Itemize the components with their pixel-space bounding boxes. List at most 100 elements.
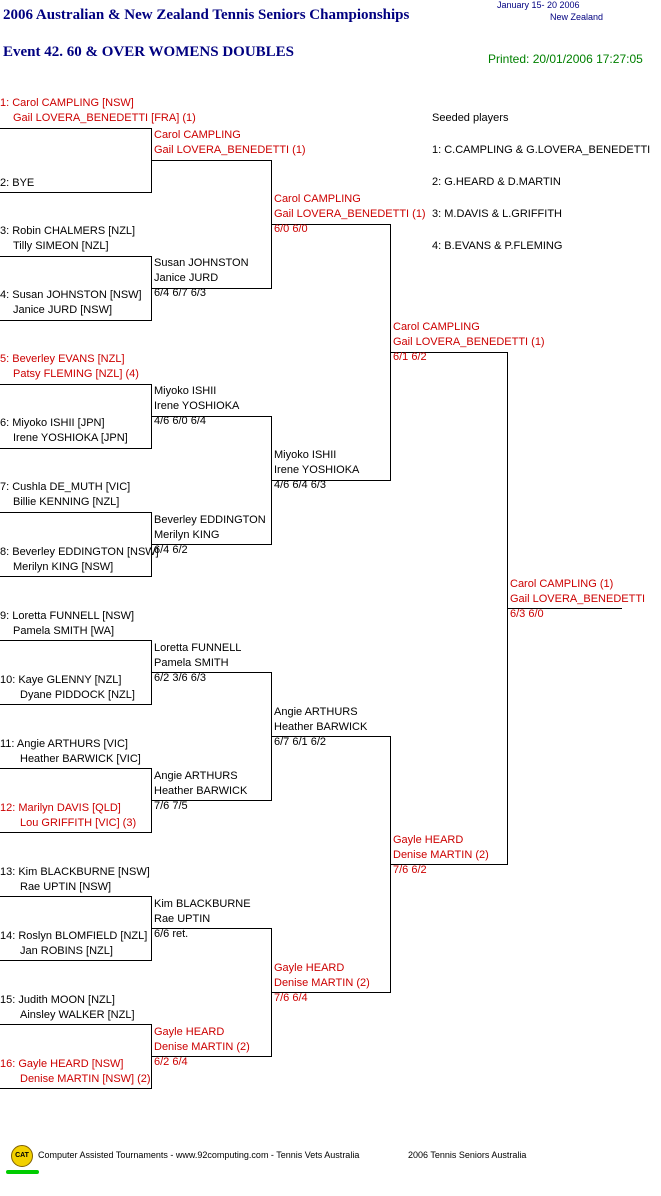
r1-match-4 (0, 512, 152, 577)
final-match (391, 352, 508, 865)
r3-winner-3: Angie ARTHURS (274, 706, 358, 718)
entry-15-partner: Ainsley WALKER [NZL] (20, 1009, 135, 1021)
r2-winner-4-partner: Merilyn KING (154, 529, 220, 541)
r2-winner-7-partner: Rae UPTIN (154, 913, 211, 925)
event-title: Event 42. 60 & OVER WOMENS DOUBLES (3, 44, 295, 60)
r2-winner-7: Kim BLACKBURNE (154, 898, 251, 910)
r2-winner-4: Beverley EDDINGTON (154, 514, 266, 526)
r2-winner-5-partner: Pamela SMITH (154, 657, 229, 669)
r3-winner-4: Gayle HEARD (274, 962, 345, 974)
entry-13: 13: Kim BLACKBURNE [NSW] (0, 866, 150, 878)
printed-timestamp: Printed: 20/01/2006 17:27:05 (488, 52, 643, 66)
r1-match-2 (0, 256, 152, 321)
footer-organisation: 2006 Tennis Seniors Australia (408, 1150, 527, 1160)
entry-16-partner: Denise MARTIN [NSW] (2) (20, 1073, 151, 1085)
r2-winner-8-partner: Denise MARTIN (2) (154, 1041, 250, 1053)
r1-match-3 (0, 384, 152, 449)
r1-match-8 (0, 1024, 152, 1089)
r3-match-2 (272, 736, 391, 993)
r2-score-8: 6/2 6/4 (154, 1056, 188, 1068)
entry-12-partner: Lou GRIFFITH [VIC] (3) (20, 817, 137, 829)
entry-14: 14: Roslyn BLOMFIELD [NZL] (0, 930, 148, 942)
r3-winner-1: Carol CAMPLING (274, 193, 361, 205)
entry-12: 12: Marilyn DAVIS [QLD] (0, 802, 121, 814)
cat-logo-icon: CAT (11, 1145, 33, 1167)
entry-4: 4: Susan JOHNSTON [NSW] (0, 289, 142, 301)
r3-winner-2-partner: Irene YOSHIOKA (274, 464, 360, 476)
r3-score-2: 4/6 6/4 6/3 (274, 479, 326, 491)
entry-4-partner: Janice JURD [NSW] (13, 304, 113, 316)
entry-14-partner: Jan ROBINS [NZL] (20, 945, 113, 957)
r3-score-4: 7/6 6/4 (274, 992, 308, 1004)
entry-line-1: 1: Carol CAMPLING [NSW] (0, 97, 134, 109)
entry-6-partner: Irene YOSHIOKA [JPN] (13, 432, 128, 444)
entry-3: 3: Robin CHALMERS [NZL] (0, 225, 136, 237)
r3-winner-3-partner: Heather BARWICK (274, 721, 368, 733)
entry-9-partner: Pamela SMITH [WA] (13, 625, 115, 637)
r2-score-6: 7/6 7/5 (154, 800, 188, 812)
r1-match-1 (0, 128, 152, 193)
r4-score-1: 6/1 6/2 (393, 351, 427, 363)
r2-winner-8: Gayle HEARD (154, 1026, 225, 1038)
r4-winner-2: Gayle HEARD (393, 834, 464, 846)
entry-13-partner: Rae UPTIN [NSW] (20, 881, 112, 893)
r1-match-7 (0, 896, 152, 961)
entry-15: 15: Judith MOON [NZL] (0, 994, 115, 1006)
r2-score-5: 6/2 3/6 6/3 (154, 672, 206, 684)
r1-match-5 (0, 640, 152, 705)
r3-score-3: 6/7 6/1 6/2 (274, 736, 326, 748)
r3-score-1: 6/0 6/0 (274, 223, 308, 235)
seed-3: 3: M.DAVIS & L.GRIFFITH (432, 208, 562, 220)
entry-8: 8: Beverley EDDINGTON [NSW] (0, 546, 159, 558)
r4-winner-1: Carol CAMPLING (393, 321, 480, 333)
champion-name: Carol CAMPLING (1) (510, 578, 614, 590)
r2-score-2: 6/4 6/7 6/3 (154, 287, 206, 299)
entry-10-partner: Dyane PIDDOCK [NZL] (20, 689, 135, 701)
r2-match-1 (152, 160, 272, 289)
r2-winner-2-partner: Janice JURD (154, 272, 219, 284)
seed-1: 1: C.CAMPLING & G.LOVERA_BENEDETTI (432, 144, 651, 156)
entry-16: 16: Gayle HEARD [NSW] (0, 1058, 124, 1070)
entry-1-partner: Gail LOVERA_BENEDETTI [FRA] (1) (13, 112, 196, 124)
r2-score-3: 4/6 6/0 6/4 (154, 415, 206, 427)
seed-4: 4: B.EVANS & P.FLEMING (432, 240, 563, 252)
r2-match-2 (152, 416, 272, 545)
r2-winner-1: Carol CAMPLING (154, 129, 241, 141)
seeds-heading: Seeded players (432, 112, 509, 124)
r3-match-1 (272, 224, 391, 481)
r2-score-4: 6/4 6/2 (154, 544, 188, 556)
r2-match-3 (152, 672, 272, 801)
r3-winner-1-partner: Gail LOVERA_BENEDETTI (1) (274, 208, 426, 220)
r2-match-4 (152, 928, 272, 1057)
entry-5: 5: Beverley EVANS [NZL] (0, 353, 125, 365)
entry-10: 10: Kaye GLENNY [NZL] (0, 674, 122, 686)
logo-underline (6, 1170, 39, 1174)
r2-winner-1-partner: Gail LOVERA_BENEDETTI (1) (154, 144, 306, 156)
r3-winner-4-partner: Denise MARTIN (2) (274, 977, 370, 989)
entry-3-partner: Tilly SIMEON [NZL] (13, 240, 109, 252)
entry-8-partner: Merilyn KING [NSW] (13, 561, 114, 573)
r2-winner-3-partner: Irene YOSHIOKA (154, 400, 240, 412)
r2-winner-6-partner: Heather BARWICK (154, 785, 248, 797)
seed-2: 2: G.HEARD & D.MARTIN (432, 176, 561, 188)
event-dates: January 15- 20 2006 (497, 0, 580, 10)
entry-9: 9: Loretta FUNNELL [NSW] (0, 610, 135, 622)
r2-winner-3: Miyoko ISHII (154, 385, 217, 397)
r2-winner-5: Loretta FUNNELL (154, 642, 242, 654)
entry-1: 1: Carol CAMPLING [NSW] (0, 96, 134, 111)
footer-credits: Computer Assisted Tournaments - www.92co… (38, 1150, 360, 1160)
entry-7-partner: Billie KENNING [NZL] (13, 496, 120, 508)
entry-11: 11: Angie ARTHURS [VIC] (0, 738, 128, 750)
r2-winner-6: Angie ARTHURS (154, 770, 238, 782)
entry-7: 7: Cushla DE_MUTH [VIC] (0, 481, 131, 493)
champion-score: 6/3 6/0 (510, 608, 544, 620)
r2-score-7: 6/6 ret. (154, 928, 189, 940)
r1-match-6 (0, 768, 152, 833)
entry-2: 2: BYE (0, 177, 35, 189)
entry-11-partner: Heather BARWICK [VIC] (20, 753, 141, 765)
r4-score-2: 7/6 6/2 (393, 864, 427, 876)
r2-winner-2: Susan JOHNSTON (154, 257, 249, 269)
entry-5-partner: Patsy FLEMING [NZL] (4) (13, 368, 139, 380)
r3-winner-2: Miyoko ISHII (274, 449, 337, 461)
